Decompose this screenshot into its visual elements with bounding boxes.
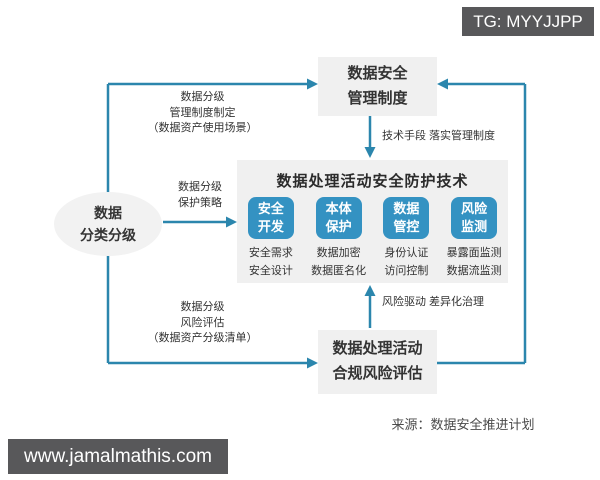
protection-technology-columns: 安全 开发 安全需求 安全设计 本体 保护 数据加密 数据匿名化 数据 管控 <box>237 197 508 280</box>
arrow-into-top-box-right <box>437 78 448 90</box>
watermark-top-right: TG: MYYJJPP <box>462 7 594 36</box>
edge-label-line: 管理制度制定 <box>169 106 236 119</box>
edge-label-line: （数据资产分级清单） <box>147 332 258 344</box>
node-compliance-risk-assessment-line2: 合规风险评估 <box>332 365 423 382</box>
sub-label: 暴露面监测 <box>446 247 502 259</box>
node-data-security-management-line1: 数据安全 <box>347 64 408 82</box>
blue-box-secure-development: 安全 开发 <box>247 197 294 239</box>
column-data-control: 数据 管控 身份认证 访问控制 <box>374 197 438 280</box>
edge-label-line: 保护策略 <box>178 196 222 209</box>
sub-label: 数据匿名化 <box>311 265 367 277</box>
column-risk-monitoring: 风险 监测 暴露面监测 数据流监测 <box>442 197 506 280</box>
column-secure-development: 安全 开发 安全需求 安全设计 <box>239 197 303 280</box>
watermark-bottom-left: www.jamalmathis.com <box>8 439 228 474</box>
edge-label-line: （数据资产使用场景） <box>147 122 258 134</box>
edge-label-technical-means: 技术手段 落实管理制度 <box>382 130 496 142</box>
blue-box-data-control: 数据 管控 <box>383 197 430 239</box>
node-data-security-management: 数据安全 管理制度 <box>318 57 437 116</box>
blue-box-line2: 开发 <box>257 219 284 234</box>
edge-label-line: 数据分级 <box>180 91 225 103</box>
blue-box-line2: 保护 <box>325 219 352 234</box>
sub-label: 数据加密 <box>316 247 361 259</box>
arrow-into-top-box-left <box>307 78 318 90</box>
node-data-classification: 数据 分类分级 <box>54 192 162 256</box>
node-protection-technology: 数据处理活动安全防护技术 安全 开发 安全需求 安全设计 本体 保护 数据加密 … <box>237 160 508 283</box>
blue-box-ontology-protection: 本体 保护 <box>315 197 362 239</box>
edge-label-line: 风险评估 <box>180 316 225 329</box>
arrow-into-middle-box-left <box>226 216 237 228</box>
node-data-classification-line1: 数据 <box>94 204 122 221</box>
arrow-into-middle-box-top <box>364 147 376 158</box>
blue-box-line1: 数据 <box>393 201 420 217</box>
source-caption: 来源：数据安全推进计划 <box>391 417 535 432</box>
sub-label: 访问控制 <box>384 265 429 277</box>
protection-technology-title: 数据处理活动安全防护技术 <box>276 173 469 190</box>
blue-box-risk-monitoring: 风险 监测 <box>451 197 498 239</box>
node-data-security-management-line2: 管理制度 <box>347 89 408 107</box>
blue-box-line1: 安全 <box>257 201 284 217</box>
sub-label: 安全需求 <box>248 247 293 259</box>
node-data-classification-line2: 分类分级 <box>80 227 136 243</box>
edge-label-line: 数据分级 <box>178 181 222 193</box>
edge-label-classification-to-risk: 数据分级 风险评估 （数据资产分级清单） <box>130 300 275 347</box>
edge-label-risk-driven: 风险驱动 差异化治理 <box>382 296 485 308</box>
arrow-into-bottom-box-left <box>307 357 318 369</box>
arrow-into-middle-box-bottom <box>364 285 376 296</box>
edge-label-classification-to-management: 数据分级 管理制度制定 （数据资产使用场景） <box>130 90 275 137</box>
blue-box-line2: 监测 <box>461 219 488 234</box>
edge-label-line: 数据分级 <box>180 301 225 313</box>
column-ontology-protection: 本体 保护 数据加密 数据匿名化 <box>307 197 371 280</box>
edge-label-classification-to-protection: 数据分级 保护策略 <box>160 180 240 211</box>
node-compliance-risk-assessment: 数据处理活动 合规风险评估 <box>318 330 437 394</box>
blue-box-line1: 风险 <box>461 201 488 217</box>
sub-label: 数据流监测 <box>446 265 502 277</box>
blue-box-line1: 本体 <box>325 201 352 217</box>
blue-box-line2: 管控 <box>393 219 420 234</box>
sub-label: 身份认证 <box>384 247 429 259</box>
sub-label: 安全设计 <box>248 265 293 277</box>
node-compliance-risk-assessment-line1: 数据处理活动 <box>332 340 423 358</box>
